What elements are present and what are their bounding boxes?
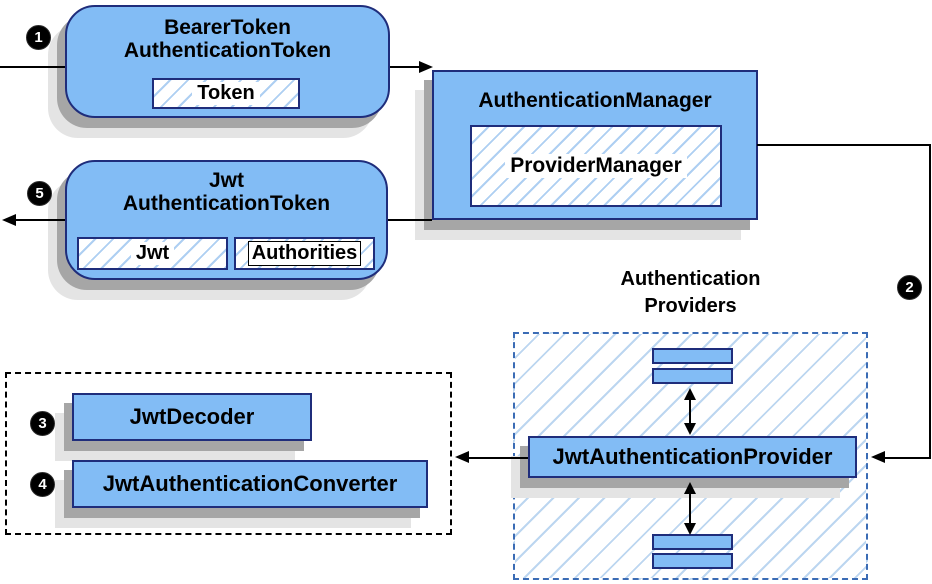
authentication-manager-title: AuthenticationManager — [478, 89, 712, 112]
provider-stack-top-arrow-up-icon — [684, 388, 696, 400]
step-2-badge: 2 — [897, 275, 922, 300]
jwt-decoder-box: JwtDecoder — [72, 393, 312, 441]
jwt-token-title-line2: AuthenticationToken — [122, 192, 331, 215]
provider-stack-top-arrow-line — [689, 397, 691, 426]
bearer-to-manager-arrowhead-icon — [419, 61, 433, 73]
token-chip-label: Token — [192, 82, 260, 105]
authentication-providers-title-line2: Providers — [644, 295, 737, 317]
jwt-authentication-token-box: Jwt AuthenticationToken Jwt Authorities — [65, 160, 388, 280]
outgoing-response-line — [15, 219, 65, 221]
bearer-token-title-line1: BearerToken — [164, 16, 291, 39]
step-1-badge: 1 — [26, 25, 51, 50]
provider-stack-bottom-arrow-line — [689, 491, 691, 525]
manager-to-jwt-token-line — [388, 219, 432, 221]
incoming-request-line — [0, 66, 65, 68]
provider-stack-bar-top-2 — [652, 368, 733, 384]
step-4-badge: 4 — [30, 472, 55, 497]
token-chip: Token — [152, 78, 300, 109]
provider-stack-bar-top-1 — [652, 348, 733, 364]
bearer-token-authentication-token-box: BearerToken AuthenticationToken Token — [65, 5, 390, 118]
jwt-authentication-provider-box: JwtAuthenticationProvider — [528, 436, 857, 478]
jwt-authentication-converter-label: JwtAuthenticationConverter — [102, 471, 398, 496]
provider-stack-bottom-arrow-up-icon — [684, 482, 696, 494]
provider-stack-top-arrow-down-icon — [684, 423, 696, 435]
jwt-chip-label: Jwt — [130, 242, 175, 265]
authorities-chip: Authorities — [234, 237, 375, 270]
manager-to-provider-line-end — [884, 457, 930, 459]
provider-stack-bar-bottom-1 — [652, 534, 733, 550]
authorities-chip-label: Authorities — [247, 241, 362, 266]
step-3-badge: 3 — [30, 411, 55, 436]
authentication-manager-box: AuthenticationManager ProviderManager — [432, 70, 758, 220]
provider-stack-bar-bottom-2 — [652, 553, 733, 569]
outgoing-response-arrowhead-icon — [2, 214, 16, 226]
jwt-chip: Jwt — [77, 237, 228, 270]
jwt-authentication-provider-label: JwtAuthenticationProvider — [552, 444, 833, 469]
bearer-token-title-line2: AuthenticationToken — [123, 39, 332, 62]
manager-to-provider-arrowhead-icon — [871, 451, 885, 463]
authentication-providers-title: Authentication Providers — [513, 266, 868, 320]
jwt-authentication-converter-box: JwtAuthenticationConverter — [72, 460, 428, 508]
provider-to-decoder-line — [468, 457, 528, 459]
jwt-token-title-line1: Jwt — [208, 169, 244, 192]
provider-stack-bottom-arrow-down-icon — [684, 523, 696, 535]
step-5-badge: 5 — [27, 181, 52, 206]
authentication-providers-title-line1: Authentication — [620, 268, 761, 290]
manager-to-provider-line-horizontal — [757, 144, 931, 146]
provider-manager-chip-label: ProviderManager — [505, 154, 687, 178]
jwt-decoder-label: JwtDecoder — [129, 404, 255, 429]
provider-manager-chip: ProviderManager — [470, 125, 722, 207]
manager-to-provider-line-vertical — [929, 145, 931, 459]
provider-to-decoder-arrowhead-icon — [455, 451, 469, 463]
bearer-to-manager-line — [390, 66, 419, 68]
